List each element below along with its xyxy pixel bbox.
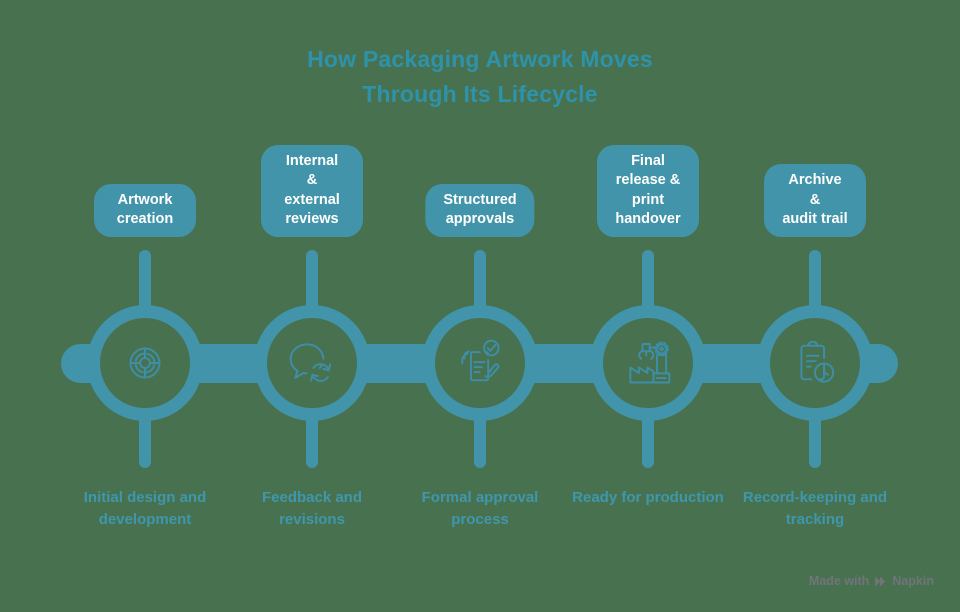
- stage-node-ring: [590, 305, 706, 421]
- stage-stem-bottom: [474, 408, 486, 468]
- stage-structured-approvals: Structured approvals Formal approval pro: [396, 0, 564, 612]
- clipboard-clock-icon: [800, 340, 838, 387]
- page-title: How Packaging Artwork Moves Through Its …: [307, 46, 653, 107]
- stage-node-ring: [422, 305, 538, 421]
- stage-label-box: Structured approvals: [425, 183, 535, 237]
- stage-label-box: Artwork creation: [94, 183, 196, 237]
- stage-node-ring: [254, 305, 370, 421]
- watermark-brand: Napkin: [892, 574, 934, 588]
- stage-stem-bottom: [306, 408, 318, 468]
- stage-stem-bottom: [642, 408, 654, 468]
- watermark-prefix: Made with: [808, 574, 870, 588]
- stage-archive-audit-trail: Archive & audit trail Record-keeping and…: [731, 0, 899, 612]
- stage-stem-top: [809, 250, 821, 316]
- feedback-refresh-icon: [289, 343, 334, 386]
- stage-internal-external-reviews: Internal & external reviews Feedback and…: [228, 0, 396, 612]
- approval-document-icon: [461, 336, 503, 382]
- stage-final-release-print-handover: Final release & print handover Rea: [564, 0, 732, 612]
- stage-stem-bottom: [809, 408, 821, 468]
- stage-stem-top: [306, 250, 318, 316]
- stage-caption: Ready for production: [572, 489, 724, 506]
- stage-node-ring: [87, 305, 203, 421]
- stage-label-box: Internal & external reviews: [261, 144, 363, 237]
- stage-stem-top: [474, 250, 486, 316]
- factory-production-icon: [629, 341, 671, 384]
- stage-stem-bottom: [139, 408, 151, 468]
- made-with-napkin-watermark: Made with Napkin: [809, 574, 934, 588]
- stage-node-ring: [757, 305, 873, 421]
- napkin-logo-icon: [875, 576, 886, 586]
- stage-caption: Feedback and revisions: [261, 489, 363, 528]
- stage-stem-top: [139, 250, 151, 316]
- stage-caption: Initial design and development: [83, 489, 207, 528]
- stage-caption: Record-keeping and tracking: [742, 489, 888, 528]
- stage-label-box: Archive & audit trail: [764, 164, 866, 237]
- stage-artwork-creation: Artwork creation Initial design and deve…: [61, 0, 229, 612]
- stage-caption: Formal approval process: [421, 489, 539, 528]
- design-wheel-icon: [129, 347, 161, 379]
- stage-label-box: Final release & print handover: [597, 144, 699, 237]
- stage-stem-top: [642, 250, 654, 316]
